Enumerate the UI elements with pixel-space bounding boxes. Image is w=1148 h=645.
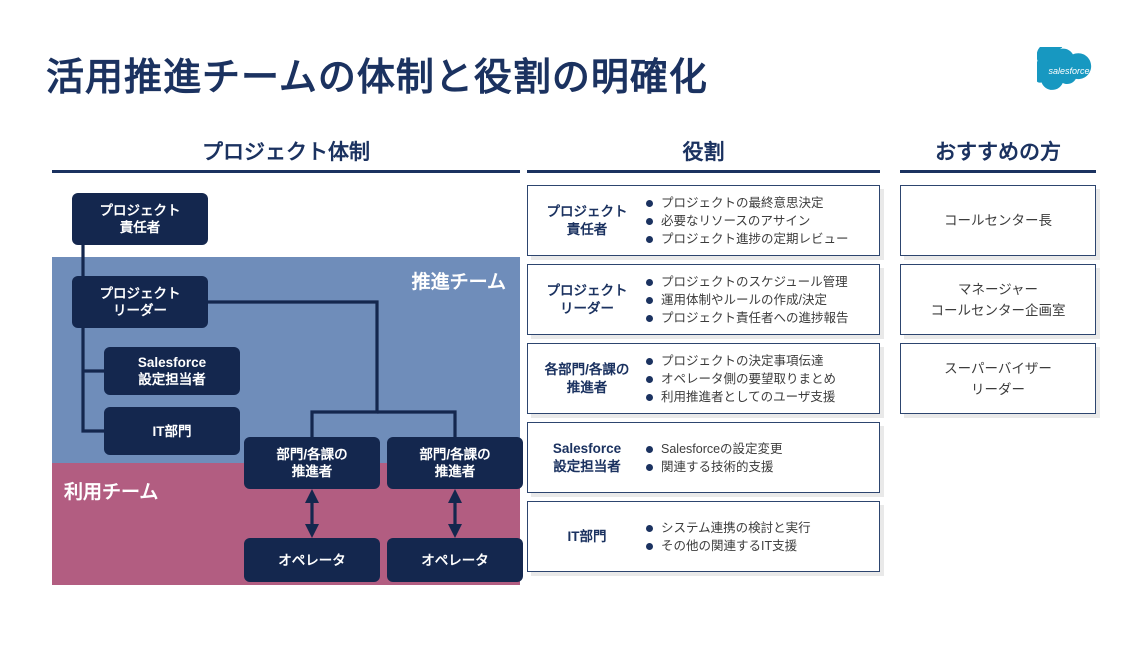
- role-card-label-line1: プロジェクト: [546, 282, 628, 298]
- org-chart: 推進チーム 利用チーム: [52, 185, 523, 600]
- org-node-leader-line2: リーダー: [113, 303, 167, 318]
- recommend-card-line2: リーダー: [970, 381, 1025, 397]
- org-node-dept-promoter-1-line2: 推進者: [291, 464, 333, 479]
- recommend-card-line1: コールセンター長: [944, 213, 1052, 228]
- role-card[interactable]: 各部門/各課の 推進者 プロジェクトの決定事項伝達 オペレータ側の要望取りまとめ…: [527, 343, 880, 414]
- role-card[interactable]: IT部門 システム連携の検討と実行 その他の関連するIT支援: [527, 501, 880, 572]
- role-card-label: プロジェクト 責任者: [528, 203, 646, 239]
- org-node-dept-promoter-2-line1: 部門/各課の: [419, 447, 491, 462]
- role-card-label: 各部門/各課の 推進者: [528, 361, 646, 397]
- role-card-item: プロジェクトの決定事項伝達: [646, 352, 871, 370]
- recommend-card-line1: スーパーバイザー: [944, 360, 1052, 376]
- role-card-item: プロジェクトの最終意思決定: [646, 194, 871, 212]
- column-header-roles: 役割: [527, 140, 880, 173]
- role-card-list: プロジェクトの最終意思決定 必要なリソースのアサイン プロジェクト進捗の定期レビ…: [646, 194, 879, 248]
- org-node-leader[interactable]: プロジェクト リーダー: [72, 276, 208, 328]
- role-card-label: プロジェクト リーダー: [528, 282, 646, 318]
- recommend-card-line1: マネージャー: [957, 281, 1039, 297]
- role-card-item: システム連携の検討と実行: [646, 519, 871, 537]
- role-card-item: プロジェクトのスケジュール管理: [646, 273, 871, 291]
- column-header-recommend-rule: [900, 170, 1096, 173]
- role-card-list: プロジェクトの決定事項伝達 オペレータ側の要望取りまとめ 利用推進者としてのユー…: [646, 352, 879, 406]
- salesforce-cloud-logo: salesforce: [1031, 42, 1101, 93]
- recommend-card[interactable]: マネージャー コールセンター企画室: [900, 264, 1096, 335]
- recommend-card[interactable]: コールセンター長: [900, 185, 1096, 256]
- org-node-it-dept[interactable]: IT部門: [104, 407, 240, 455]
- recommend-card-line2: コールセンター企画室: [930, 302, 1066, 318]
- org-node-salesforce-admin[interactable]: Salesforce 設定担当者: [104, 347, 240, 395]
- role-card[interactable]: プロジェクト 責任者 プロジェクトの最終意思決定 必要なリソースのアサイン プロ…: [527, 185, 880, 256]
- role-card-item: 関連する技術的支援: [646, 458, 871, 476]
- role-card-item: 必要なリソースのアサイン: [646, 212, 871, 230]
- column-header-structure-label: プロジェクト体制: [202, 141, 370, 164]
- role-card-label-line2: 責任者: [566, 221, 608, 237]
- org-node-dept-promoter-1-line1: 部門/各課の: [276, 447, 348, 462]
- org-node-operator-2[interactable]: オペレータ: [387, 538, 523, 582]
- column-header-roles-rule: [527, 170, 880, 173]
- role-card-label-line1: プロジェクト: [546, 203, 628, 219]
- role-card-list: システム連携の検討と実行 その他の関連するIT支援: [646, 519, 879, 555]
- org-chart-connectors: [81, 245, 462, 538]
- role-card-label: Salesforce 設定担当者: [528, 440, 646, 476]
- org-node-owner-line2: 責任者: [119, 220, 161, 235]
- role-card-label-line2: 推進者: [566, 379, 608, 395]
- org-node-it-dept-line1: IT部門: [152, 423, 192, 439]
- org-node-dept-promoter-1[interactable]: 部門/各課の 推進者: [244, 437, 380, 489]
- role-card-item: 運用体制やルールの作成/決定: [646, 291, 871, 309]
- role-card-label-line2: 設定担当者: [553, 458, 621, 474]
- role-card-list: Salesforceの設定変更 関連する技術的支援: [646, 440, 879, 476]
- role-card-item: プロジェクト進捗の定期レビュー: [646, 230, 871, 248]
- logo-wordmark: salesforce: [1048, 66, 1089, 76]
- org-node-salesforce-admin-line2: 設定担当者: [138, 372, 206, 387]
- org-node-operator-1[interactable]: オペレータ: [244, 538, 380, 582]
- role-card-item: その他の関連するIT支援: [646, 537, 871, 555]
- role-card[interactable]: Salesforce 設定担当者 Salesforceの設定変更 関連する技術的…: [527, 422, 880, 493]
- role-card-item: プロジェクト責任者への進捗報告: [646, 309, 871, 327]
- use-team-label: 利用チーム: [64, 482, 159, 503]
- role-card-item: Salesforceの設定変更: [646, 440, 871, 458]
- recommend-card[interactable]: スーパーバイザー リーダー: [900, 343, 1096, 414]
- role-card-label-line1: IT部門: [567, 528, 607, 544]
- page-title: 活用推進チームの体制と役割の明確化: [46, 57, 708, 99]
- promote-team-label: 推進チーム: [411, 272, 506, 293]
- role-card-label-line1: 各部門/各課の: [544, 361, 630, 377]
- org-node-dept-promoter-2-line2: 推進者: [434, 464, 476, 479]
- org-node-salesforce-admin-line1: Salesforce: [137, 355, 207, 370]
- role-card-item: オペレータ側の要望取りまとめ: [646, 370, 871, 388]
- org-node-owner[interactable]: プロジェクト 責任者: [72, 193, 208, 245]
- org-node-leader-line1: プロジェクト: [99, 286, 181, 301]
- role-card-label-line2: リーダー: [560, 300, 614, 316]
- org-node-dept-promoter-2[interactable]: 部門/各課の 推進者: [387, 437, 523, 489]
- column-header-structure: プロジェクト体制: [52, 140, 520, 173]
- role-card-label: IT部門: [528, 528, 646, 546]
- column-header-recommend: おすすめの方: [900, 140, 1096, 173]
- role-card-item: 利用推進者としてのユーザ支援: [646, 388, 871, 406]
- column-header-structure-rule: [52, 170, 520, 173]
- role-card-label-line1: Salesforce: [552, 440, 622, 456]
- column-header-roles-label: 役割: [682, 141, 725, 164]
- org-node-operator-1-line1: オペレータ: [278, 552, 346, 568]
- column-header-recommend-label: おすすめの方: [935, 141, 1061, 164]
- org-node-owner-line1: プロジェクト: [99, 203, 181, 218]
- role-card-list: プロジェクトのスケジュール管理 運用体制やルールの作成/決定 プロジェクト責任者…: [646, 273, 879, 327]
- org-node-operator-2-line1: オペレータ: [421, 552, 489, 568]
- role-card[interactable]: プロジェクト リーダー プロジェクトのスケジュール管理 運用体制やルールの作成/…: [527, 264, 880, 335]
